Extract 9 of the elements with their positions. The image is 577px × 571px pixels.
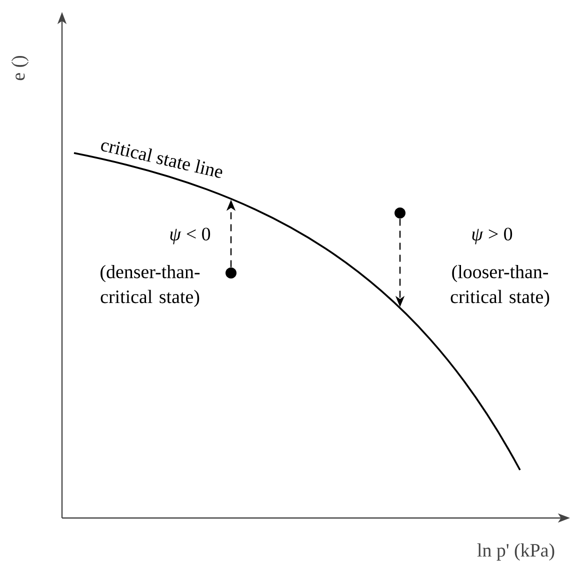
state-label: ψ < 0 — [170, 228, 210, 244]
state-dot — [226, 268, 236, 278]
axis-label: e () — [11, 56, 29, 80]
state-label: (denser-than-critical state) — [100, 264, 200, 308]
curve-label: critical state line — [101, 142, 222, 178]
axis-label: ln p' (kPa) — [477, 543, 554, 561]
state-label: ψ > 0 — [472, 228, 512, 244]
state-dot — [394, 208, 406, 218]
state-label: (looser-than-critical state) — [450, 264, 550, 308]
